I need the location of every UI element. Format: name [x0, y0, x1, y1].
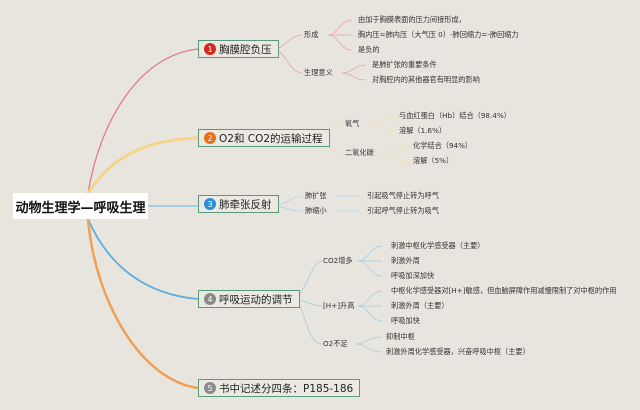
topic-label: 呼吸运动的调节 — [219, 293, 293, 306]
subtopic-significance[interactable]: 生理意义 — [304, 68, 333, 77]
number-badge-icon: 5 — [204, 382, 216, 394]
topic-label: 书中记述分四条：P185-186 — [219, 382, 354, 395]
subtopic-lung-deflation[interactable]: 肺缩小 — [305, 206, 327, 215]
number-badge-icon: 2 — [204, 132, 216, 144]
topic-label: O2和 CO2的运输过程 — [219, 132, 323, 145]
detail-item[interactable]: 抑制中枢 — [386, 332, 415, 341]
detail-item[interactable]: 溶解（1.6%） — [399, 126, 447, 135]
subtopic-o2-deficit[interactable]: O2不足 — [323, 339, 348, 348]
subtopic-co2[interactable]: 二氧化碳 — [345, 148, 374, 157]
root-label: 动物生理学—呼吸生理 — [15, 200, 146, 216]
detail-item[interactable]: 中枢化学感受器对[H+]敏感，但血脑屏障作用减慢限制了对中枢的作用 — [391, 286, 617, 295]
detail-item[interactable]: 呼吸加快 — [391, 316, 420, 325]
subtopic-h-increase[interactable]: [H+]升高 — [323, 301, 355, 310]
detail-item[interactable]: 刺激外周（主要） — [391, 301, 449, 310]
number-badge-icon: 3 — [204, 198, 216, 210]
detail-item[interactable]: 与血红蛋白（Hb）结合（98.4%） — [399, 111, 511, 120]
subtopic-oxygen[interactable]: 氧气 — [345, 119, 360, 128]
detail-item[interactable]: 由加于胸膜表面的压力间接形成， — [358, 15, 466, 24]
number-badge-icon: 1 — [204, 43, 216, 55]
detail-item[interactable]: 刺激外周化学感受器，兴奋呼吸中枢（主要） — [386, 347, 530, 356]
topic-4-node[interactable]: 4 呼吸运动的调节 — [198, 290, 300, 308]
topic-1-node[interactable]: 1 胸膜腔负压 — [198, 40, 279, 58]
detail-item[interactable]: 刺激中枢化学感受器（主要） — [391, 241, 485, 250]
subtopic-formation[interactable]: 形成 — [304, 30, 319, 39]
detail-item[interactable]: 引起吸气停止转为呼气 — [367, 191, 439, 200]
topic-label: 肺牵张反射 — [219, 198, 272, 211]
detail-item[interactable]: 刺激外周 — [391, 256, 420, 265]
number-badge-icon: 4 — [204, 293, 216, 305]
detail-item[interactable]: 化学结合（94%） — [413, 141, 473, 150]
detail-item[interactable]: 是负的 — [358, 45, 380, 54]
topic-5-node[interactable]: 5 书中记述分四条：P185-186 — [198, 379, 361, 397]
detail-item[interactable]: 对胸腔内的其他器官有明显的影响 — [372, 75, 480, 84]
subtopic-lung-inflation[interactable]: 肺扩张 — [305, 191, 327, 200]
detail-item[interactable]: 呼吸加深加快 — [391, 271, 435, 280]
subtopic-co2-increase[interactable]: CO2增多 — [323, 256, 353, 265]
topic-label: 胸膜腔负压 — [219, 43, 272, 56]
topic-3-node[interactable]: 3 肺牵张反射 — [198, 195, 279, 213]
root-node[interactable]: 动物生理学—呼吸生理 — [13, 193, 148, 219]
detail-item[interactable]: 引起呼气停止转为吸气 — [367, 206, 439, 215]
detail-item[interactable]: 是肺扩张的重要条件 — [372, 60, 437, 69]
topic-2-node[interactable]: 2 O2和 CO2的运输过程 — [198, 129, 330, 147]
detail-item[interactable]: 溶解（5%） — [413, 156, 454, 165]
detail-item[interactable]: 胸内压=肺内压（大气压 0）-肺回缩力=-肺回缩力 — [358, 30, 519, 39]
